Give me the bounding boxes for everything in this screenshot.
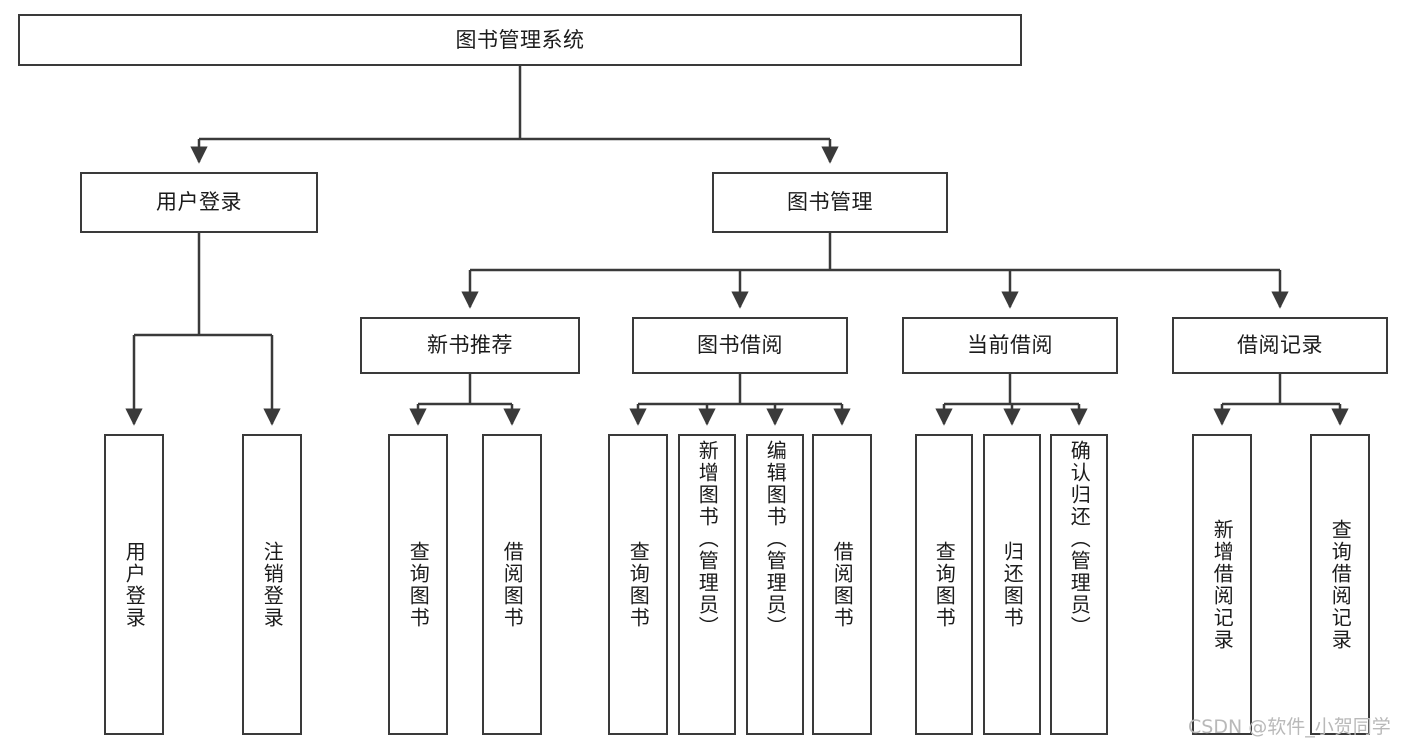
- node-book-management[interactable]: 图书管理: [712, 172, 948, 233]
- node-leaf-user-login[interactable]: 用户登录: [104, 434, 164, 735]
- node-user-login[interactable]: 用户登录: [80, 172, 318, 233]
- node-label: 确认归还（管理员）: [1067, 440, 1092, 638]
- node-leaf-user-logout[interactable]: 注销登录: [242, 434, 302, 735]
- node-label: 归还图书: [1000, 540, 1025, 629]
- node-book-management-system[interactable]: 图书管理系统: [18, 14, 1022, 66]
- node-label: 查询图书: [626, 540, 651, 629]
- node-leaf-return-book[interactable]: 归还图书: [983, 434, 1041, 735]
- node-label: 用户登录: [156, 190, 242, 215]
- node-new-book-recommendation[interactable]: 新书推荐: [360, 317, 580, 374]
- edge-paths: [125, 66, 1349, 426]
- node-label: 当前借阅: [967, 333, 1053, 358]
- node-leaf-add-book[interactable]: 新增图书（管理员）: [678, 434, 736, 735]
- node-leaf-add-record[interactable]: 新增借阅记录: [1192, 434, 1252, 735]
- node-label: 图书管理: [787, 190, 873, 215]
- node-leaf-query-book[interactable]: 查询图书: [608, 434, 668, 735]
- node-leaf-borrow-book-rec[interactable]: 借阅图书: [482, 434, 542, 735]
- node-label: 新增借阅记录: [1210, 518, 1235, 651]
- node-label: 借阅图书: [500, 540, 525, 629]
- node-leaf-edit-book[interactable]: 编辑图书（管理员）: [746, 434, 804, 735]
- node-borrow-record[interactable]: 借阅记录: [1172, 317, 1388, 374]
- node-leaf-borrow-book[interactable]: 借阅图书: [812, 434, 872, 735]
- node-label: 用户登录: [122, 540, 147, 629]
- node-label: 查询借阅记录: [1328, 518, 1353, 651]
- node-label: 新增图书（管理员）: [695, 440, 720, 638]
- node-label: 注销登录: [260, 540, 285, 629]
- node-label: 借阅图书: [830, 540, 855, 629]
- node-label: 图书借阅: [697, 333, 783, 358]
- node-label: 图书管理系统: [455, 27, 585, 52]
- node-label: 借阅记录: [1237, 333, 1323, 358]
- node-leaf-confirm-return[interactable]: 确认归还（管理员）: [1050, 434, 1108, 735]
- node-label: 新书推荐: [427, 333, 513, 358]
- node-label: 查询图书: [932, 540, 957, 629]
- node-leaf-query-book-cur[interactable]: 查询图书: [915, 434, 973, 735]
- node-leaf-query-book-rec[interactable]: 查询图书: [388, 434, 448, 735]
- node-book-borrowing[interactable]: 图书借阅: [632, 317, 848, 374]
- node-label: 查询图书: [406, 540, 431, 629]
- node-leaf-query-record[interactable]: 查询借阅记录: [1310, 434, 1370, 735]
- node-current-borrowing[interactable]: 当前借阅: [902, 317, 1118, 374]
- node-label: 编辑图书（管理员）: [763, 440, 788, 638]
